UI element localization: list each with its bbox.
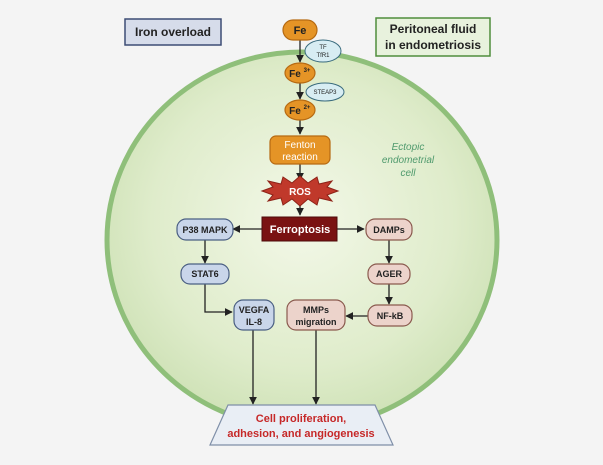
node-steap3: STEAP3 xyxy=(305,82,345,102)
node-fe3: Fe 3+ xyxy=(284,62,316,84)
node-nfkb: NF-kB xyxy=(367,304,413,327)
peritoneal-fluid-label: Peritoneal fluid in endometriosis xyxy=(375,17,491,57)
migration-label: migration xyxy=(295,317,336,327)
node-ager: AGER xyxy=(367,263,411,285)
il8-label: IL-8 xyxy=(246,317,262,327)
cell-label-line3: cell xyxy=(400,168,416,179)
fenton-line1: Fenton xyxy=(284,140,315,151)
node-fenton-reaction: Fenton reaction xyxy=(269,135,331,165)
node-stat6: STAT6 xyxy=(180,263,230,285)
node-ros: ROS xyxy=(260,175,340,207)
ros-label: ROS xyxy=(289,187,311,198)
node-tf-tfr1: TF TfR1 xyxy=(304,39,342,63)
outcome-line2: adhesion, and angiogenesis xyxy=(227,428,374,440)
outcome-line1: Cell proliferation, xyxy=(256,413,346,425)
iron-overload-text: Iron overload xyxy=(135,25,211,39)
damps-label: DAMPs xyxy=(373,225,405,235)
node-fe: Fe xyxy=(282,19,318,41)
fe3-superscript: 3+ xyxy=(304,68,311,74)
tf-label: TF xyxy=(319,45,327,51)
peritoneal-line2: in endometriosis xyxy=(385,38,481,52)
nfkb-label: NF-kB xyxy=(377,311,404,321)
cell-label-line1: Ectopic xyxy=(392,142,425,153)
p38-label: P38 MAPK xyxy=(182,225,228,235)
peritoneal-line1: Peritoneal fluid xyxy=(390,22,477,36)
cell-label: Ectopic endometrial cell xyxy=(382,142,435,179)
vegfa-label: VEGFA xyxy=(239,305,270,315)
ferroptosis-label: Ferroptosis xyxy=(270,224,331,236)
node-damps: DAMPs xyxy=(365,218,413,241)
iron-overload-label: Iron overload xyxy=(124,18,222,46)
node-ferroptosis: Ferroptosis xyxy=(261,216,338,242)
ager-label: AGER xyxy=(376,269,403,279)
node-p38-mapk: P38 MAPK xyxy=(176,218,234,241)
node-mmps-migration: MMPs migration xyxy=(286,299,346,331)
tfr1-label: TfR1 xyxy=(316,53,330,59)
mmps-label: MMPs xyxy=(303,305,329,315)
arrows xyxy=(201,40,393,405)
cell-label-line2: endometrial xyxy=(382,155,435,166)
steap3-label: STEAP3 xyxy=(313,90,337,96)
outcome-box: Cell proliferation, adhesion, and angiog… xyxy=(209,404,394,446)
fe-label: Fe xyxy=(294,25,307,37)
fe2-superscript: 2+ xyxy=(304,105,311,111)
node-fe2: Fe 2+ xyxy=(284,99,316,121)
fenton-line2: reaction xyxy=(282,152,318,163)
fe2-label: Fe xyxy=(289,106,301,117)
arrow-stat6-vegfa xyxy=(204,284,233,316)
fe3-label: Fe xyxy=(289,69,301,80)
stat6-label: STAT6 xyxy=(191,269,218,279)
node-vegfa-il8: VEGFA IL-8 xyxy=(233,299,275,331)
